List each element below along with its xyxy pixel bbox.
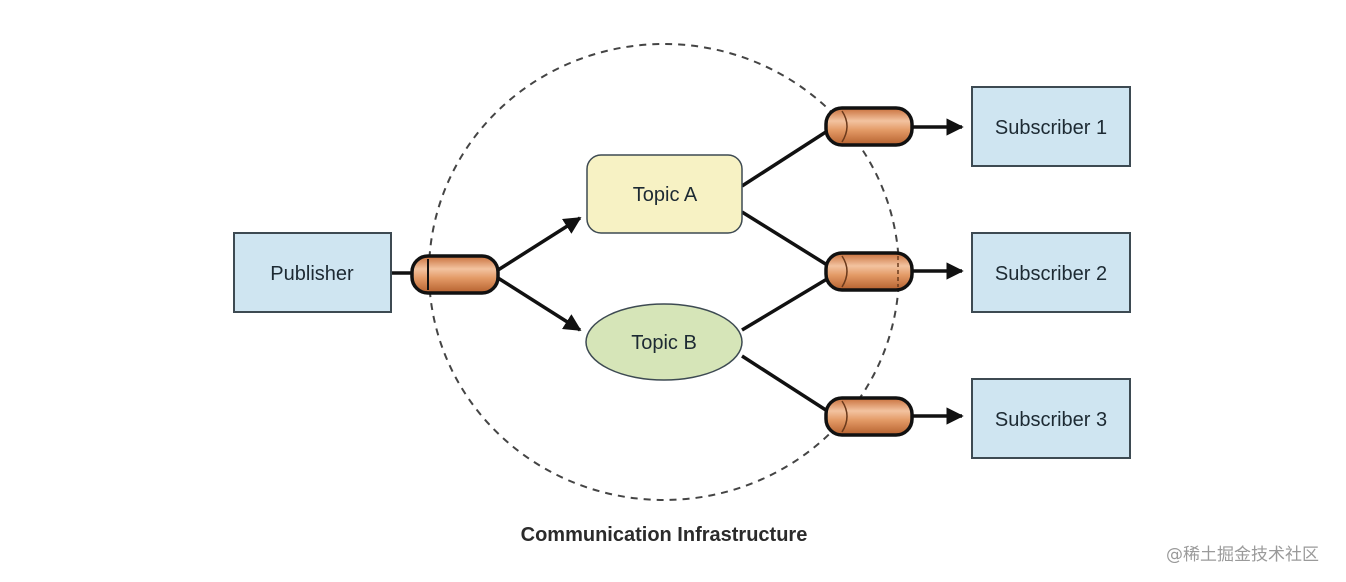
subscriber1-pipe-icon: [824, 106, 914, 147]
topic-a-node: Topic A: [586, 154, 743, 234]
line-topic-a-to-sub1: [741, 126, 833, 188]
topic-b-label: Topic B: [631, 332, 697, 354]
diagram-caption: Communication Infrastructure: [521, 524, 808, 546]
publisher-label: Publisher: [270, 263, 354, 285]
subscriber-3-label: Subscriber 3: [995, 409, 1107, 431]
subscriber-3-node: Subscriber 3: [971, 378, 1131, 459]
connection-lines: [392, 118, 964, 425]
publisher-pipe-icon: [410, 254, 500, 295]
subscriber-2-label: Subscriber 2: [995, 263, 1107, 285]
subscriber2-pipe-icon: [824, 251, 914, 292]
subscriber-2-node: Subscriber 2: [971, 232, 1131, 313]
line-topic-a-to-sub2: [741, 210, 833, 270]
watermark: @稀土掘金技术社区: [1166, 545, 1319, 565]
topic-b-node: Topic B: [585, 303, 743, 381]
line-topic-b-to-sub3: [741, 354, 833, 416]
arrow-to-topic-a: [497, 216, 582, 272]
arrow-to-topic-b: [497, 276, 582, 332]
subscriber-1-label: Subscriber 1: [995, 117, 1107, 139]
subscriber3-pipe-icon: [824, 396, 914, 437]
line-topic-b-to-sub2: [741, 274, 833, 332]
topic-a-label: Topic A: [633, 184, 698, 206]
publisher-node: Publisher: [233, 232, 392, 313]
subscriber-1-node: Subscriber 1: [971, 86, 1131, 167]
